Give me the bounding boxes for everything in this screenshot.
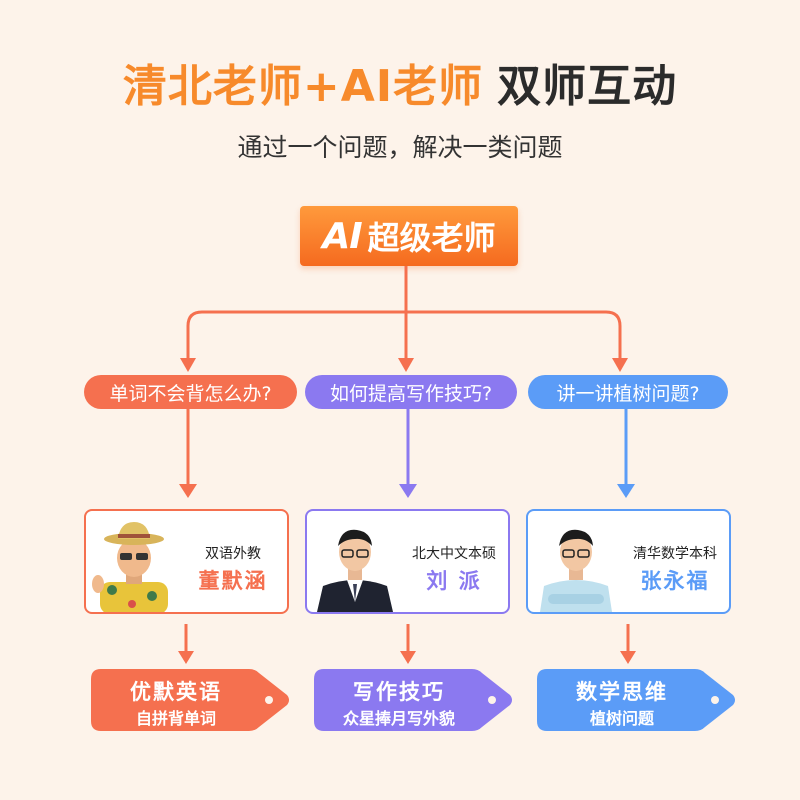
course-subtitle: 众星捧月写外貌 bbox=[342, 709, 455, 728]
ai-super-teacher-badge: AI 超级老师 bbox=[300, 206, 518, 266]
arrow-head-c2 bbox=[400, 651, 416, 664]
title-highlight: 清北老师+AI老师 bbox=[122, 61, 484, 112]
connector-branch-bar bbox=[186, 310, 622, 358]
teacher-role: 北大中文本硕 bbox=[412, 546, 496, 562]
arrow-head-c3 bbox=[620, 651, 636, 664]
teacher-card-zhang: 清华数学本科 张永福 bbox=[526, 509, 731, 614]
course-subtitle: 植树问题 bbox=[589, 709, 654, 728]
teacher-card-liu: 北大中文本硕 刘 派 bbox=[305, 509, 510, 614]
title-rest: 双师互动 bbox=[497, 61, 678, 112]
teacher-photo-liu bbox=[317, 529, 393, 612]
course-title: 优默英语 bbox=[130, 680, 222, 704]
tag-shape bbox=[537, 669, 735, 731]
tag-shape bbox=[314, 669, 512, 731]
course-tag-english: 优默英语 自拼背单词 bbox=[91, 669, 291, 731]
arrow-head-middle-top bbox=[398, 358, 414, 372]
teacher-name: 张永福 bbox=[640, 569, 710, 593]
course-tag-math: 数学思维 植树问题 bbox=[537, 669, 737, 731]
arrow-head-c1 bbox=[178, 651, 194, 664]
tag-shape bbox=[91, 669, 289, 731]
arrow-head-q1 bbox=[179, 484, 197, 498]
ai-logo: AI bbox=[322, 215, 362, 257]
page-title: 清北老师+AI老师双师互动 bbox=[0, 50, 800, 114]
teacher-name: 董默涵 bbox=[198, 569, 268, 593]
course-title: 数学思维 bbox=[576, 680, 668, 704]
page-subtitle: 通过一个问题，解决一类问题 bbox=[237, 133, 563, 162]
arrow-head-q3 bbox=[617, 484, 635, 498]
teacher-photo-zhang bbox=[540, 529, 612, 612]
course-title: 写作技巧 bbox=[353, 680, 445, 704]
course-tag-writing: 写作技巧 众星捧月写外貌 bbox=[314, 669, 514, 731]
arrow-head-right-top bbox=[612, 358, 628, 372]
teacher-role: 双语外教 bbox=[205, 546, 261, 562]
teacher-photo-dong bbox=[92, 522, 168, 612]
teacher-name: 刘 派 bbox=[426, 569, 482, 593]
course-subtitle: 自拼背单词 bbox=[135, 709, 216, 728]
question-pill-writing: 如何提高写作技巧? bbox=[305, 375, 517, 409]
teacher-role: 清华数学本科 bbox=[633, 546, 717, 562]
question-pill-math: 讲一讲植树问题? bbox=[528, 375, 728, 409]
ai-badge-label: 超级老师 bbox=[367, 219, 496, 257]
teacher-card-dong: 双语外教 董默涵 bbox=[84, 509, 289, 614]
arrow-head-left-top bbox=[180, 358, 196, 372]
arrow-head-q2 bbox=[399, 484, 417, 498]
question-pill-vocab: 单词不会背怎么办? bbox=[84, 375, 297, 409]
